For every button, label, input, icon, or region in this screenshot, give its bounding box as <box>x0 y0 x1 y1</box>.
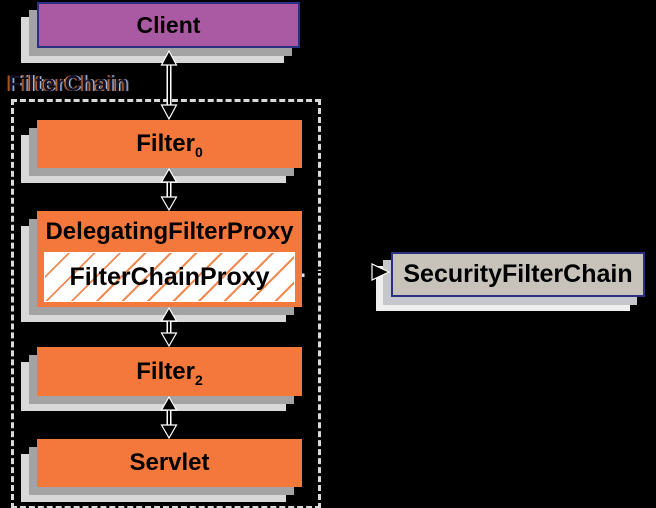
arrow-filterchainproxy-securityfilterchain-icon <box>302 263 391 281</box>
arrow-filterchainproxy-filter2-icon <box>160 307 178 347</box>
delegating-filter-proxy-label: DelegatingFilterProxy <box>45 217 294 245</box>
arrow-filter0-delegatingfilterproxy-icon <box>160 168 178 211</box>
arrow-filter2-servlet-icon <box>160 396 178 439</box>
arrow-client-filter0-icon <box>160 50 178 120</box>
client-node: Client <box>37 2 300 48</box>
delegating-filter-proxy-node: DelegatingFilterProxy FilterChainProxy <box>37 211 302 307</box>
servlet-label: Servlet <box>129 449 210 476</box>
filterchain-group-border <box>11 99 321 508</box>
filter2-node: Filter2 <box>37 347 302 396</box>
filter0-label: Filter0 <box>136 130 203 160</box>
filterchain-group-label: FilterChain <box>8 71 129 96</box>
filter0-node: Filter0 <box>37 120 302 168</box>
security-filter-chain-node: SecurityFilterChain <box>391 252 645 297</box>
servlet-node: Servlet <box>37 439 302 487</box>
filter2-label: Filter2 <box>136 357 203 388</box>
filter-chain-proxy-label: FilterChainProxy <box>69 262 270 291</box>
security-filter-chain-label: SecurityFilterChain <box>403 260 633 288</box>
client-label: Client <box>136 11 201 38</box>
filter-chain-proxy-node: FilterChainProxy <box>44 252 295 302</box>
